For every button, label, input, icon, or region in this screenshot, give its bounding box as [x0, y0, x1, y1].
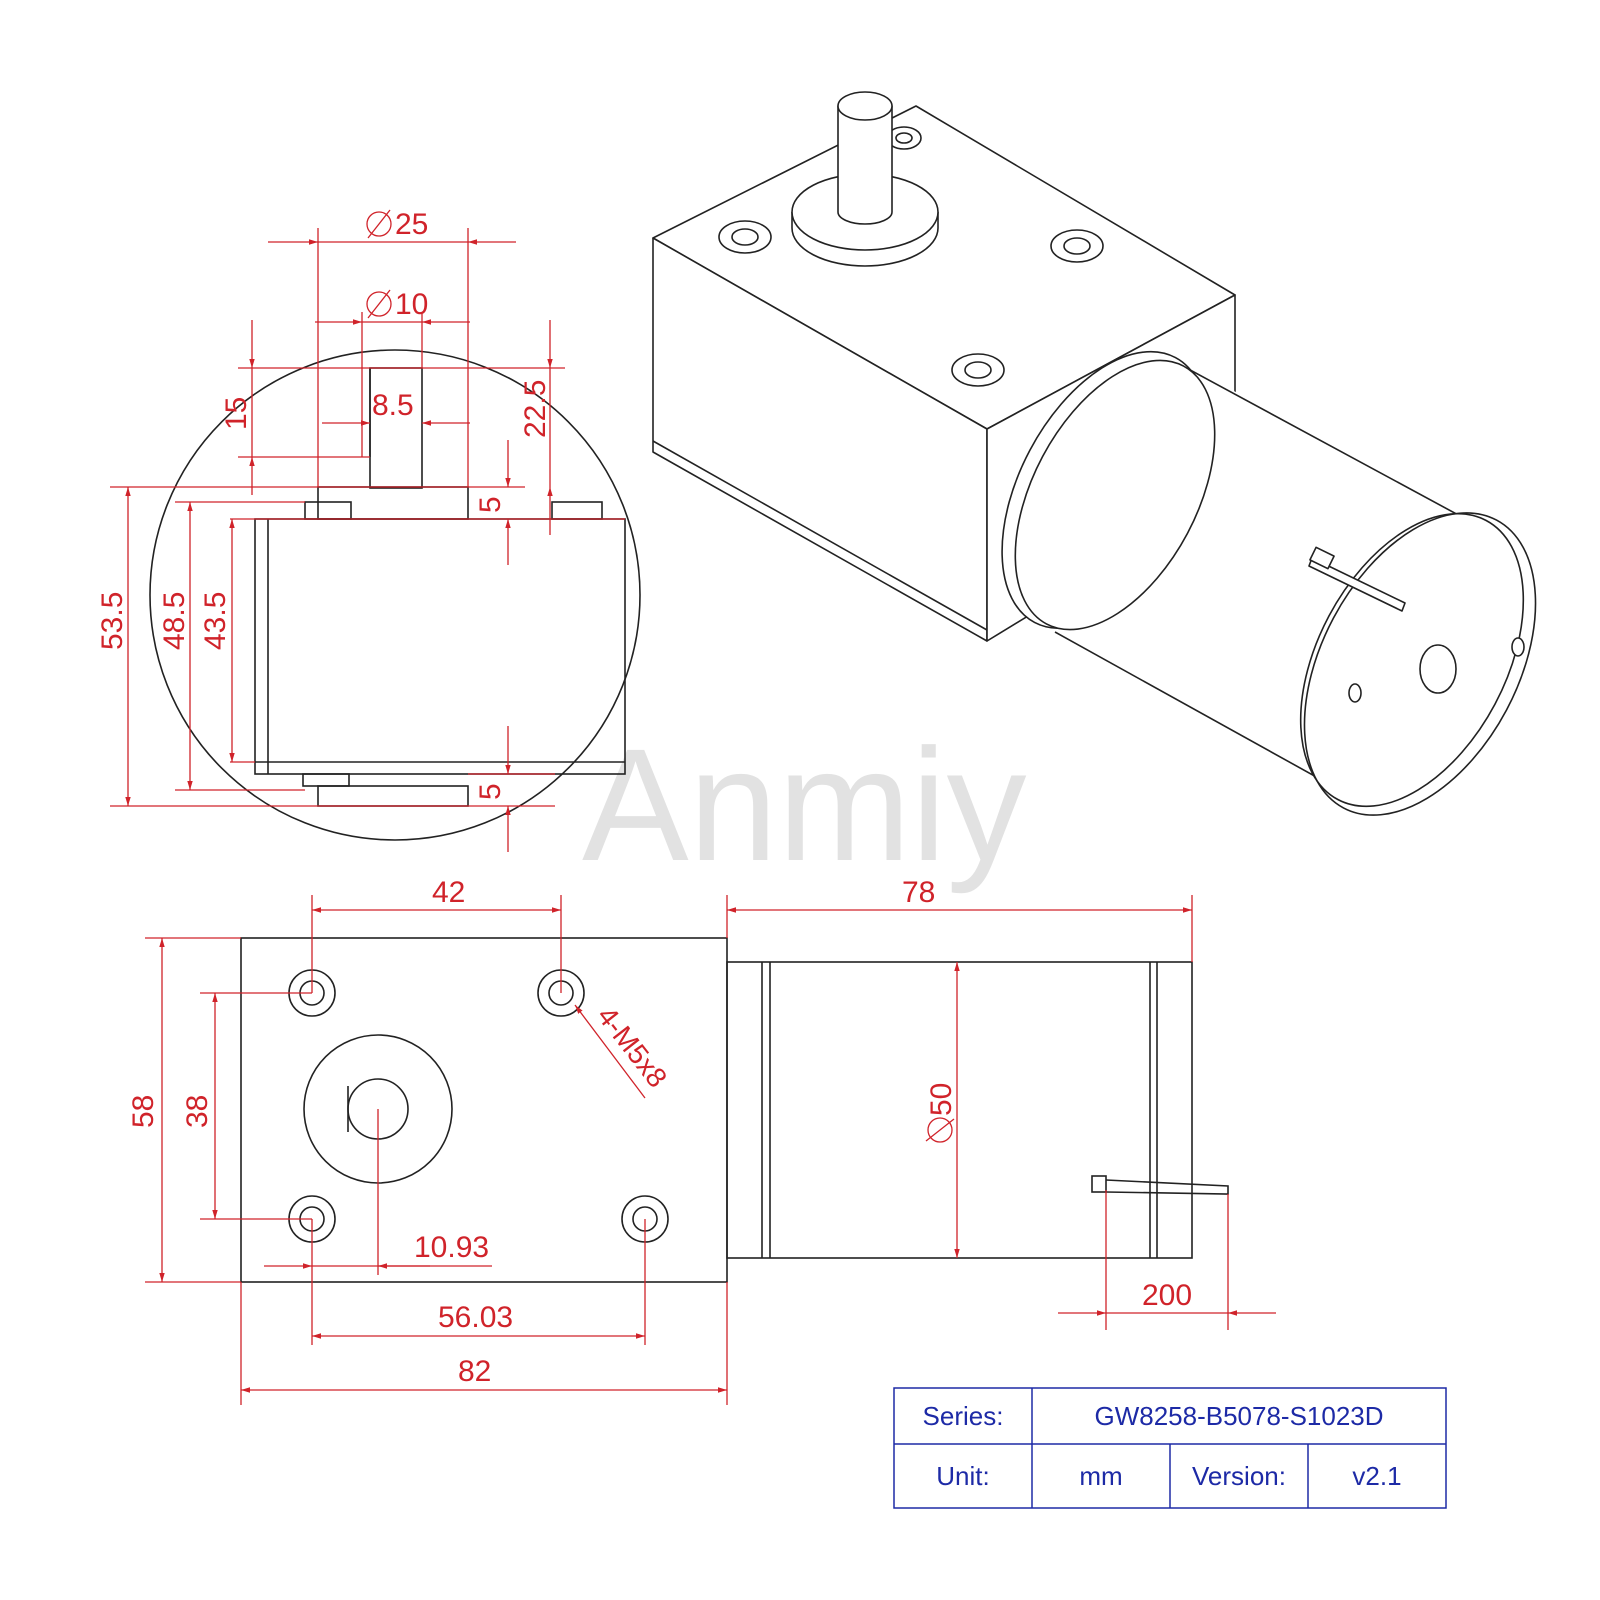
dim-height-38: 38	[181, 1095, 214, 1128]
dim-shaft-22-5: 22.5	[519, 380, 552, 438]
watermark-text: Anmiy	[582, 715, 1027, 894]
dim-width-42: 42	[432, 876, 465, 909]
dim-motor-dia-50: 50	[925, 1083, 958, 1116]
output-flange	[317, 486, 469, 520]
output-shaft-side	[369, 367, 423, 489]
title-block: Series: GW8258-B5078-S1023D Unit: mm Ver…	[893, 1387, 1447, 1509]
front-view-labels: 42 78 58 38 50 10.93 56.03 82 200 4-M5x8	[127, 876, 1192, 1388]
dim-key-8-5: 8.5	[372, 389, 414, 422]
side-view-dimensions	[110, 209, 625, 852]
front-lead-connector	[1091, 1175, 1107, 1193]
detail-circle	[149, 349, 641, 841]
dim-height-43-5: 43.5	[199, 592, 232, 650]
isometric-view	[652, 91, 1537, 816]
unit-label: Unit:	[936, 1461, 989, 1491]
dim-lead-200: 200	[1142, 1279, 1192, 1312]
isometric-shaft	[837, 105, 893, 225]
dim-offset-10-93: 10.93	[414, 1231, 489, 1264]
isometric-mounting-holes	[718, 126, 1104, 387]
version-label: Version:	[1192, 1461, 1286, 1491]
version-value: v2.1	[1352, 1461, 1401, 1491]
dim-width-78: 78	[902, 876, 935, 909]
side-view-labels: 25 10 8.5 15 22.5 5 5 53.5 48.5 43.5	[96, 208, 552, 800]
dim-shaft-15: 15	[220, 397, 253, 430]
isometric-lead-wire	[1308, 557, 1406, 612]
dim-width-82: 82	[458, 1355, 491, 1388]
gearbox-side-body	[254, 518, 626, 775]
dim-height-58: 58	[127, 1095, 160, 1128]
motor-body	[726, 961, 1193, 1259]
front-lead-wire	[1105, 1179, 1229, 1195]
dim-flange-5-top: 5	[474, 496, 507, 513]
thread-note: 4-M5x8	[591, 1001, 673, 1094]
front-view	[240, 937, 1229, 1283]
dim-flange-5-bottom: 5	[474, 783, 507, 800]
dim-height-53-5: 53.5	[96, 592, 129, 650]
dim-width-56-03: 56.03	[438, 1301, 513, 1334]
dim-dia-10: 10	[395, 288, 428, 321]
front-view-dimensions	[145, 895, 1276, 1405]
series-label: Series:	[923, 1401, 1004, 1431]
unit-value: mm	[1079, 1461, 1122, 1491]
series-value: GW8258-B5078-S1023D	[1094, 1401, 1383, 1431]
dim-dia-25: 25	[395, 208, 428, 241]
dim-height-48-5: 48.5	[158, 592, 191, 650]
